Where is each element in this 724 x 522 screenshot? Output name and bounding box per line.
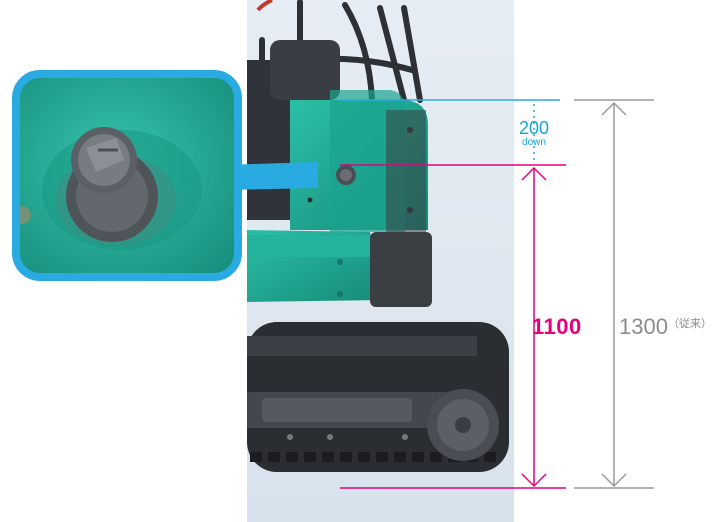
reduction-word-label: down <box>522 137 546 148</box>
previous-height-value: 1300 <box>619 314 668 339</box>
callout-pointer <box>224 162 318 190</box>
fuel-cap-icon <box>56 127 176 246</box>
lowered-height-label: 1100 <box>532 314 582 339</box>
excavator-illustration <box>247 0 509 472</box>
reduction-value-label: 200 <box>518 118 550 138</box>
dimension-lines <box>340 99 654 489</box>
callout-frame <box>12 70 242 281</box>
previous-height-note: （従来） <box>667 318 712 330</box>
zoom-callout <box>12 70 318 281</box>
previous-height-label: 1300（従来） <box>619 316 712 338</box>
